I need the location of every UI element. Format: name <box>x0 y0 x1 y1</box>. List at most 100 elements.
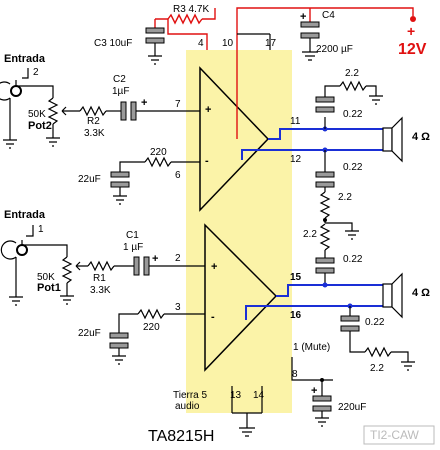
c1-plus: + <box>152 253 158 265</box>
zobel-bot-cap <box>340 315 360 322</box>
pot1-wiper <box>75 261 88 271</box>
fb-top-cap-ground <box>113 195 127 205</box>
pot1-resistor <box>61 256 73 284</box>
c1-capacitor-plate <box>143 256 150 276</box>
out-bot-pos-wire <box>276 284 383 297</box>
mid-resistor-2 <box>319 223 331 251</box>
r1-name: R1 <box>93 273 106 284</box>
mid-cap-2-plate <box>315 267 335 274</box>
pot1-value: 50K <box>37 272 55 283</box>
mute-capacitor <box>312 395 332 402</box>
mid-cap-1 <box>315 171 335 178</box>
pin-4: 4 <box>198 38 204 49</box>
junction-15 <box>322 282 328 288</box>
vcc-label: 12V <box>398 41 427 58</box>
zobel-top-r-label: 2.2 <box>345 68 359 79</box>
input1-num: 1 <box>38 224 44 235</box>
fb-top-wire <box>119 161 145 172</box>
fb-top-cap-label: 22uF <box>78 174 101 185</box>
zobel-top-r-ground-wire <box>366 85 377 96</box>
input2-title: Entrada <box>4 53 46 65</box>
fb-bot-cap-label: 22uF <box>78 328 101 339</box>
pot1-ground <box>60 295 74 305</box>
zobel-top-resistor <box>339 80 367 92</box>
r1-value: 3.3K <box>90 285 111 296</box>
mid-cap-1-plate <box>315 181 335 188</box>
pin-2: 2 <box>175 253 181 264</box>
pin-7: 7 <box>175 99 181 110</box>
c3-ground <box>148 55 162 65</box>
r1-resistor <box>87 260 115 272</box>
r3-wire-right <box>202 8 216 20</box>
mid-junction-wire <box>324 218 353 231</box>
r3-wire <box>154 18 168 28</box>
input1-jack-stem <box>26 225 34 237</box>
vcc-wire <box>236 7 414 139</box>
c4-ground <box>302 51 318 61</box>
mute-capacitor-plate <box>312 405 332 412</box>
speaker-bot-cone <box>391 272 403 319</box>
out-bot-neg-wire <box>245 305 383 320</box>
zobel-top-c-label: 0.22 <box>343 109 363 120</box>
pin-16: 16 <box>290 310 302 321</box>
c4-value: 2200 µF <box>316 44 353 55</box>
vcc-plus: + <box>407 23 415 39</box>
ic-body <box>186 50 292 413</box>
input2-jack-stem <box>22 68 29 79</box>
mute-wire <box>291 357 322 381</box>
mid-cap-2 <box>315 257 335 264</box>
chip-name: TA8215H <box>148 428 214 445</box>
pin-13: 13 <box>230 390 242 401</box>
fb-top-res-label: 220 <box>150 147 167 158</box>
c4-capacitor-plate <box>300 32 320 39</box>
speaker-bot-label: 4 Ω <box>412 287 430 299</box>
r3-resistor <box>167 13 203 25</box>
fb-bot-capacitor <box>109 332 129 339</box>
watermark: TI2-CAW <box>370 428 420 442</box>
fb-bot-wire <box>118 313 138 333</box>
speaker-bot-body <box>382 283 393 308</box>
c2-name: C2 <box>113 74 126 85</box>
fb-top-capacitor <box>110 171 130 178</box>
zobel-bot-r-wire <box>349 331 365 353</box>
c1-capacitor <box>133 256 140 276</box>
ground-bus-wire <box>231 386 263 428</box>
input1-wire <box>21 240 68 257</box>
mid-r-label: 2.2 <box>338 192 352 203</box>
zobel-bot-r-ground-wire <box>391 351 409 362</box>
mute-right-wire <box>321 379 333 396</box>
watermark-box <box>363 425 435 445</box>
c2-capacitor-plate <box>130 101 137 121</box>
c4-name: C4 <box>322 10 335 21</box>
pin-17: 17 <box>265 38 277 49</box>
input1-ground <box>9 296 23 306</box>
chip-ground <box>239 427 255 437</box>
c3-capacitor <box>145 27 165 34</box>
c1-name: C1 <box>126 230 139 241</box>
input2-ground <box>3 139 17 149</box>
c4-plus: + <box>300 11 306 23</box>
pot2-wiper <box>61 106 80 116</box>
mid-ground <box>345 230 359 240</box>
amplifier-top <box>199 66 270 212</box>
zobel-top-r-wire <box>324 85 340 97</box>
amp-bot-minus: - <box>211 311 215 323</box>
r2-resistor <box>79 105 107 117</box>
fb-top-capacitor-plate <box>110 181 130 188</box>
amp-bot-plus: + <box>211 261 217 273</box>
c2-plus: + <box>141 97 147 109</box>
pot2-ground <box>46 137 60 147</box>
vcc-terminal <box>410 16 416 22</box>
pot2-name: Pot2 <box>28 120 52 132</box>
mute-cap-label: 220uF <box>338 402 366 413</box>
pin-3: 3 <box>175 302 181 313</box>
input1-title: Entrada <box>4 209 46 221</box>
pot2-resistor <box>47 97 59 125</box>
fb-bot-cap-ground <box>112 355 126 365</box>
c1-value: 1 µF <box>123 242 143 253</box>
pin-14: 14 <box>253 390 265 401</box>
mid-c2-label: 0.22 <box>343 254 363 265</box>
c3-label: C3 10uF <box>94 38 132 49</box>
speaker-top-label: 4 Ω <box>412 131 430 143</box>
